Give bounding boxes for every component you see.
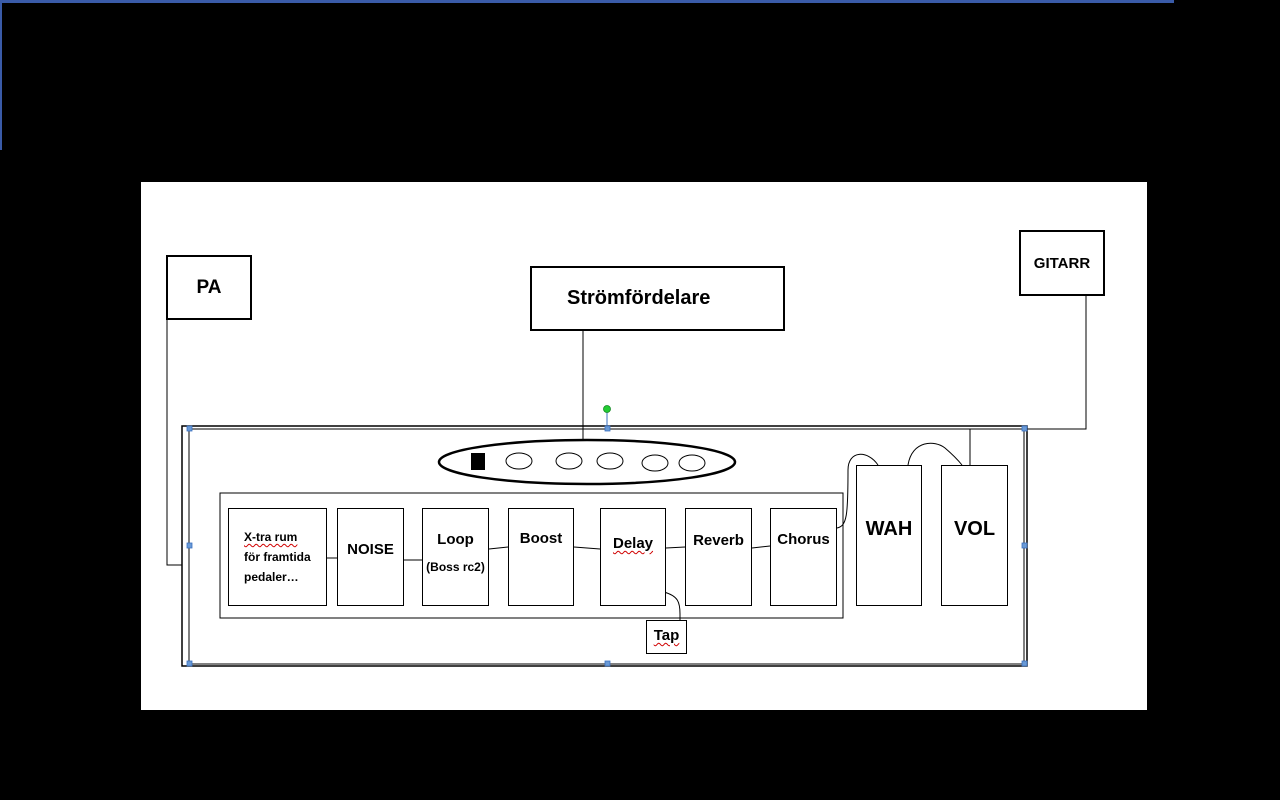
wah-label: WAH — [865, 518, 913, 540]
extra-line-2: för framtida — [244, 550, 311, 564]
pedal-extra-space: X-tra rum för framtida pedaler… — [228, 508, 327, 606]
window-top-edge — [0, 0, 1174, 3]
pedal-delay: Delay — [600, 508, 666, 606]
extra-line-1: X-tra rum — [244, 530, 298, 544]
boost-label: Boost — [519, 530, 563, 547]
pa-label: PA — [196, 276, 222, 298]
tap-tempo-box: Tap — [646, 620, 687, 654]
pedal-reverb: Reverb — [685, 508, 752, 606]
pedal-boost: Boost — [508, 508, 574, 606]
power-distributor-box: Strömfördelare — [530, 266, 785, 331]
reverb-label: Reverb — [693, 532, 744, 549]
window-left-edge — [0, 0, 2, 150]
vol-label: VOL — [953, 518, 996, 540]
power-distributor-label: Strömfördelare — [567, 287, 711, 309]
loop-sub-label: (Boss rc2) — [426, 560, 485, 574]
pedal-chorus: Chorus — [770, 508, 837, 606]
noise-label: NOISE — [347, 541, 394, 558]
gitarr-box: GITARR — [1019, 230, 1105, 296]
loop-label: Loop — [437, 531, 474, 548]
chorus-label: Chorus — [777, 531, 830, 548]
pa-box: PA — [166, 255, 252, 320]
pedal-vol: VOL — [941, 465, 1008, 606]
gitarr-label: GITARR — [1033, 254, 1091, 272]
pedal-wah: WAH — [856, 465, 922, 606]
pedal-noise: NOISE — [337, 508, 404, 606]
extra-line-3: pedaler… — [244, 570, 299, 584]
delay-label: Delay — [612, 535, 654, 552]
tap-label: Tap — [653, 627, 680, 644]
pedal-loop: Loop (Boss rc2) — [422, 508, 489, 606]
